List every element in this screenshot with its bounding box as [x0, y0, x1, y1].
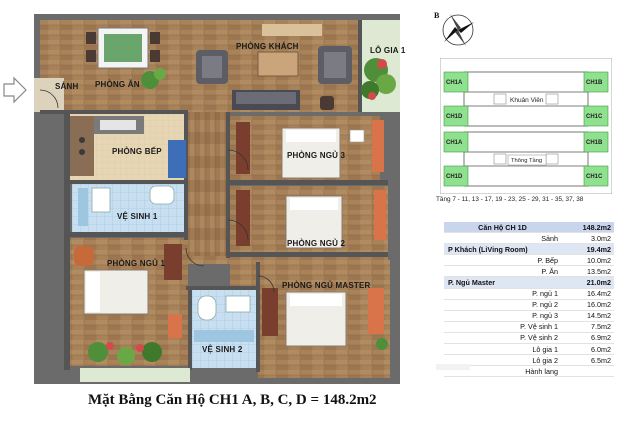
area-label: P. ngủ 3 [444, 310, 566, 322]
area-value [566, 365, 614, 378]
unit-label: CH1A [446, 140, 463, 146]
label-lo-gia-1: LÔ GIA 1 [370, 46, 406, 55]
area-label: P. Bếp [444, 254, 566, 267]
watermark [436, 364, 470, 370]
area-value: 16.4m2 [566, 288, 614, 300]
kitchen-counter [70, 116, 186, 178]
label-phong-ngu-master: PHÒNG NGỦ MASTER [282, 281, 371, 290]
living-set [196, 24, 352, 110]
area-value: 6.9m2 [566, 332, 614, 345]
area-value: 10.0m2 [566, 254, 614, 267]
label-phong-khach: PHÒNG KHÁCH [236, 42, 299, 51]
entry-floor [34, 78, 64, 112]
area-value: 7.5m2 [566, 321, 614, 333]
area-label: Lô gia 1 [444, 343, 566, 356]
area-label: Hành lang [444, 365, 566, 378]
bath1-fixtures [78, 185, 175, 226]
label-ve-sinh-1: VỆ SINH 1 [117, 212, 158, 221]
area-value: 16.0m2 [566, 299, 614, 311]
label-phong-ngu-2: PHÒNG NGỦ 2 [287, 239, 346, 248]
area-value: 6.0m2 [566, 343, 614, 356]
unit-label: CH1C [586, 174, 603, 180]
area-table-header: Căn Hộ CH 1D 148.2m2 [444, 222, 614, 234]
area-value: 3.0m2 [566, 232, 614, 245]
unit-label: CH1B [586, 80, 603, 86]
label-phong-ngu-3: PHÒNG NGỦ 3 [287, 151, 346, 160]
unit-label: CH1D [446, 114, 463, 120]
area-value: 6.5m2 [566, 354, 614, 367]
plant-logia1 [361, 58, 396, 100]
area-label: P. Vệ sinh 1 [444, 321, 566, 333]
unit-label: CH1D [446, 174, 463, 180]
area-label: P. ngủ 1 [444, 288, 566, 300]
bath2-fixtures [194, 295, 254, 342]
corridor-floor [186, 112, 228, 258]
area-table-row: Hành lang [444, 365, 614, 378]
area-label: P Khách (LiVing Room) [444, 243, 566, 256]
unit-label: CH1B [586, 140, 603, 146]
area-label: P. Vệ sinh 2 [444, 332, 566, 345]
master-furniture [262, 288, 388, 350]
label-phong-ngu-1: PHÒNG NGỦ 1 [107, 259, 166, 268]
label-phong-bep: PHÒNG BẾP [112, 147, 162, 156]
area-label: P. Ngủ Master [444, 276, 566, 289]
floor-range: Tầng 7 - 11, 13 - 17, 19 - 23, 25 - 29, … [436, 196, 584, 203]
compass-label: B [434, 11, 440, 20]
bedroom1-furniture [74, 244, 182, 338]
area-value: 148.2m2 [566, 222, 614, 234]
label-phong-an: PHÒNG ĂN [95, 80, 140, 89]
entry-arrow [3, 76, 27, 104]
floor-plan [3, 14, 400, 384]
area-value: 13.5m2 [566, 265, 614, 278]
unit-label: CH1C [586, 114, 603, 120]
area-label: Sảnh [444, 232, 566, 245]
area-table-row: P Khách (LiVing Room)19.4m2 [444, 243, 614, 256]
plan-caption: Mặt Bằng Căn Hộ CH1 A, B, C, D = 148.2m2 [88, 392, 377, 408]
area-label: P. Ăn [444, 265, 566, 278]
plant-entry [141, 68, 166, 89]
dining-set [86, 27, 160, 69]
hall-floor [188, 256, 388, 264]
bedroom3-furniture [236, 120, 384, 179]
unit-label: CH1A [446, 80, 463, 86]
area-value: 21.0m2 [566, 276, 614, 289]
logia2 [80, 342, 190, 382]
area-value: 14.5m2 [566, 310, 614, 322]
area-label: Căn Hộ CH 1D [444, 222, 566, 234]
label-sanh: SẢNH [55, 82, 79, 91]
label-ve-sinh-2: VỆ SINH 2 [202, 345, 243, 354]
compass-icon: B [434, 11, 474, 46]
area-label: Lô gia 2 [444, 354, 566, 367]
key-plan: CH1A CH1B CH1D CH1C CH1A CH1B CH1D CH1C … [440, 58, 612, 194]
thong-tang-label: Thông Tầng [511, 158, 542, 164]
area-label: P. ngủ 2 [444, 299, 566, 311]
area-value: 19.4m2 [566, 243, 614, 256]
khuan-vien-label: Khuân Viên [510, 97, 544, 104]
